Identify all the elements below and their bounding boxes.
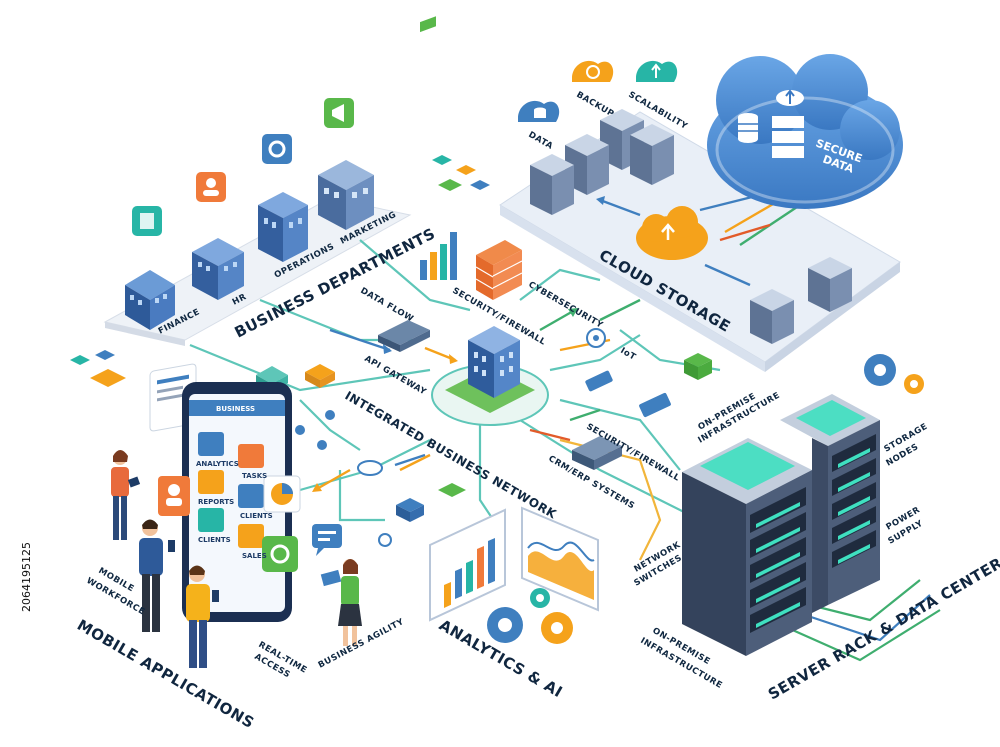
- scalability-pin-icon: [636, 60, 678, 82]
- cloud-icon-label-backup: BACKUP: [575, 90, 616, 120]
- pie-chart-card-icon: [263, 475, 301, 513]
- central-hub-building: [468, 326, 520, 398]
- label-iot: IoT: [619, 346, 638, 363]
- label-cybersecurity: CYBERSECURITY: [527, 280, 605, 331]
- app-tile-label-analytics: ANALYTICS: [196, 460, 239, 468]
- operations-building: [258, 192, 308, 262]
- floating-cubes-top: [420, 16, 490, 191]
- business-platform: [103, 197, 412, 346]
- network-nodes-left: [295, 410, 392, 547]
- analytics-bars: [444, 538, 495, 604]
- app-header: BUSINESS: [216, 405, 255, 413]
- floating-cubes-left: [70, 350, 126, 387]
- watermark-id: 2064195125: [20, 542, 33, 612]
- app-tile-label-sales: SALES: [242, 552, 267, 560]
- gear-card-icon: [262, 536, 298, 572]
- hr-building: [192, 238, 244, 300]
- glass-cubes: [256, 364, 466, 522]
- finance-building: [125, 270, 175, 330]
- analytics-wave-panel: [521, 506, 599, 612]
- app-tile-label-tasks: TASKS: [242, 472, 267, 480]
- cloud-upload-small-icon: [776, 89, 804, 106]
- marketing-building: [318, 160, 374, 230]
- api-gateway-device-icon: [378, 320, 430, 352]
- mini-bar-chart: [420, 232, 457, 280]
- marketing-megaphone-badge-icon: [324, 98, 354, 128]
- gears-icon: [487, 588, 573, 644]
- storage-servers-right: [750, 257, 852, 344]
- gears-right-icon: [864, 354, 924, 394]
- hr-badge-icon: [196, 172, 226, 202]
- app-tiles: [198, 432, 264, 548]
- storage-servers-cluster: [530, 109, 674, 215]
- iot-node-icon: [586, 328, 606, 348]
- iot-devices-icon: [585, 353, 712, 418]
- person-man-yellow: [186, 565, 219, 668]
- server-rack-right-leds: [838, 448, 870, 564]
- backup-pin-icon: [572, 60, 614, 82]
- database-icon: [738, 113, 758, 143]
- person-woman-tablet: [111, 450, 141, 540]
- cloud-icon-label-data: DATA: [527, 130, 555, 152]
- chat-bubble-icon: [312, 524, 342, 556]
- app-tile-label-clients-a: CLIENTS: [240, 512, 273, 520]
- app-tile-label-reports: REPORTS: [198, 498, 234, 506]
- app-tile-label-clients-b: CLIENTS: [198, 536, 231, 544]
- person-man-phone: [139, 519, 175, 632]
- section-title-mobile-applications: MOBILE APPLICATIONS: [74, 616, 257, 732]
- operations-gear-badge-icon: [262, 134, 292, 164]
- label-data-flow: DATA FLOW: [359, 286, 416, 325]
- label-api-gateway: API GATEWAY: [363, 354, 429, 398]
- server-rack-left-leds: [756, 502, 800, 628]
- data-pin-icon: [518, 100, 560, 122]
- security-firewall-device-icon: [572, 436, 622, 470]
- finance-badge-icon: [132, 206, 162, 236]
- firewall-bricks-icon: [475, 240, 523, 300]
- secure-data-cloud: [707, 54, 903, 209]
- server-stack-icon: [772, 116, 804, 158]
- upload-cloud-icon: [636, 206, 708, 260]
- person-card-icon: [158, 476, 190, 516]
- person-woman-green: [320, 559, 362, 646]
